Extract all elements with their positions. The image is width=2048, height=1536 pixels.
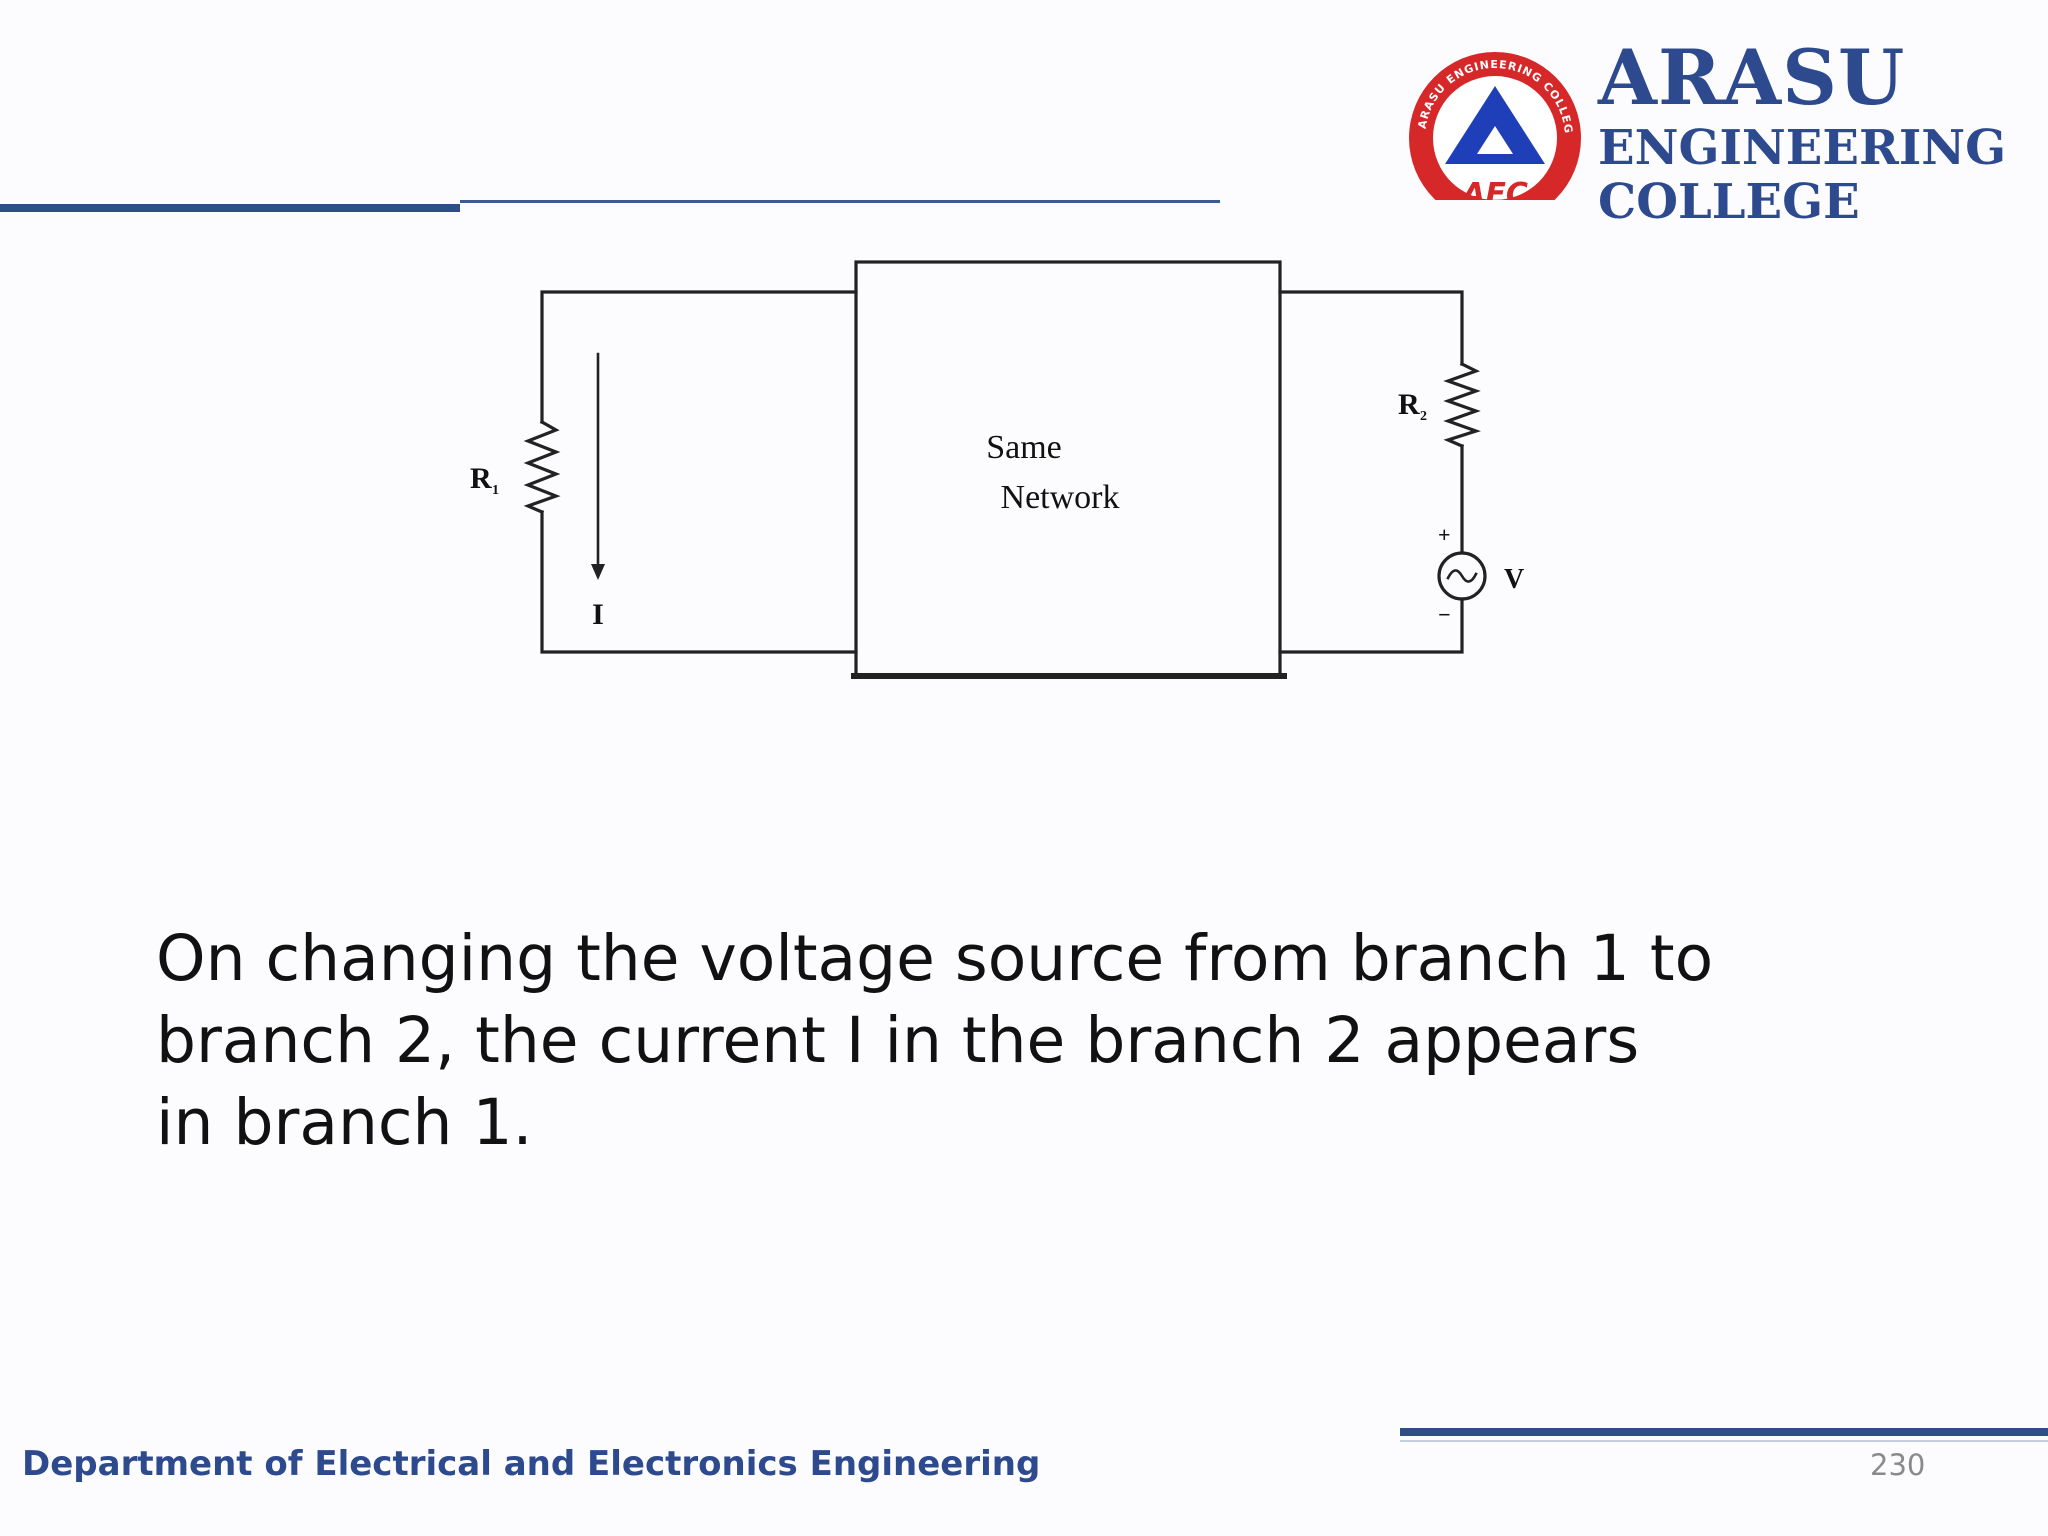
r1-subscript: 1 (492, 483, 499, 498)
r2-subscript: 2 (1420, 409, 1427, 424)
logo-name: ARASU (1598, 33, 1906, 122)
college-seal-logo: ARASU ENGINEERING COLLEGE AEC (1395, 28, 1581, 204)
seal-abbrev: AEC (1460, 177, 1528, 204)
branch2-bottom-wire (1278, 597, 1464, 654)
header-rule-thick (0, 204, 460, 212)
footer-rule-thin (1400, 1440, 2048, 1442)
branch1-bottom-wire (540, 510, 858, 654)
reciprocity-circuit-diagram: Same Network R 1 R 2 I V + − (470, 260, 1524, 679)
logo-line-engineering: ENGINEERING (1598, 120, 2007, 176)
current-label: I (592, 598, 604, 631)
footer-rule-thick (1400, 1428, 2048, 1436)
branch1-top-wire (540, 290, 858, 424)
slide-body-text: On changing the voltage source from bran… (156, 922, 1714, 1159)
current-arrowhead (591, 564, 605, 580)
network-box (854, 260, 1282, 678)
logo-line-college: COLLEGE (1598, 174, 1860, 230)
college-wordmark: ARASU ENGINEERING COLLEGE (1598, 33, 2007, 230)
source-minus-sign: − (1438, 602, 1451, 627)
r1-label: R (470, 462, 492, 495)
source-plus-sign: + (1438, 522, 1451, 547)
header-rule-thin (460, 200, 1220, 203)
branch2-top-wire (1278, 290, 1464, 366)
page-number: 230 (1870, 1448, 1926, 1482)
r1-resistor (523, 419, 561, 515)
network-label-line1: Same (986, 429, 1062, 466)
source-label: V (1504, 564, 1524, 595)
footer-department: Department of Electrical and Electronics… (22, 1444, 1041, 1484)
r2-label: R (1398, 388, 1420, 421)
r2-resistor (1443, 361, 1481, 449)
network-label-line2: Network (1001, 479, 1120, 516)
